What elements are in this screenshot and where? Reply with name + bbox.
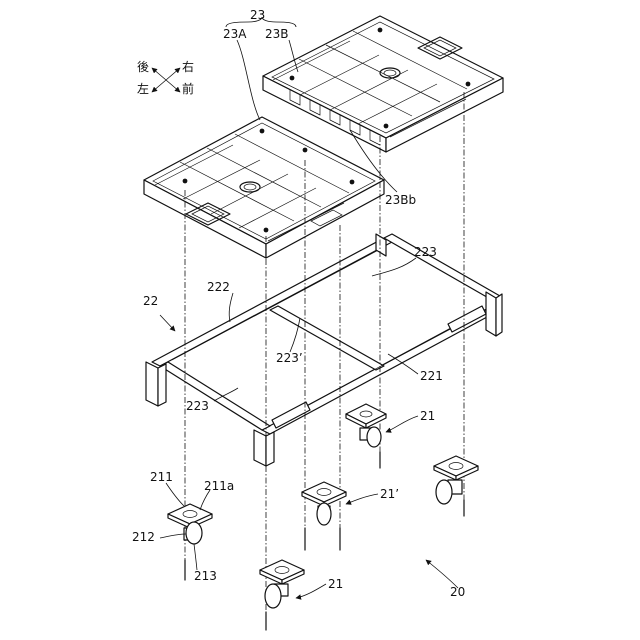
label-23b: 23B: [265, 27, 289, 41]
label-213: 213: [194, 569, 217, 583]
label-22: 22: [143, 294, 158, 308]
direction-left-label: 左: [137, 81, 149, 96]
label-223-top: 223: [414, 245, 437, 259]
caster-middle: [302, 482, 346, 550]
direction-back-label: 後: [137, 60, 149, 74]
tray-23b: [263, 16, 503, 152]
direction-right-label: 右: [182, 59, 194, 74]
label-211a: 211a: [204, 479, 234, 493]
tray-23a: [144, 117, 384, 258]
direction-compass: 後 右 左 前: [137, 59, 194, 96]
frame-22: [146, 234, 502, 466]
label-211: 211: [150, 470, 173, 484]
label-21-prime: 21’: [380, 487, 399, 501]
label-23bb: 23Bb: [385, 193, 416, 207]
label-222: 222: [207, 280, 230, 294]
label-21-front: 21: [328, 577, 343, 591]
caster-rear: [346, 404, 386, 468]
direction-front-label: 前: [182, 81, 194, 96]
label-223-prime: 223’: [276, 351, 303, 365]
caster-front: [260, 560, 304, 630]
caster-right: [434, 456, 478, 516]
label-23: 23: [250, 8, 265, 22]
label-21-rear: 21: [420, 409, 435, 423]
label-223-bottom: 223: [186, 399, 209, 413]
label-221: 221: [420, 369, 443, 383]
label-23a: 23A: [223, 27, 247, 41]
label-20: 20: [450, 585, 465, 599]
label-212: 212: [132, 530, 155, 544]
